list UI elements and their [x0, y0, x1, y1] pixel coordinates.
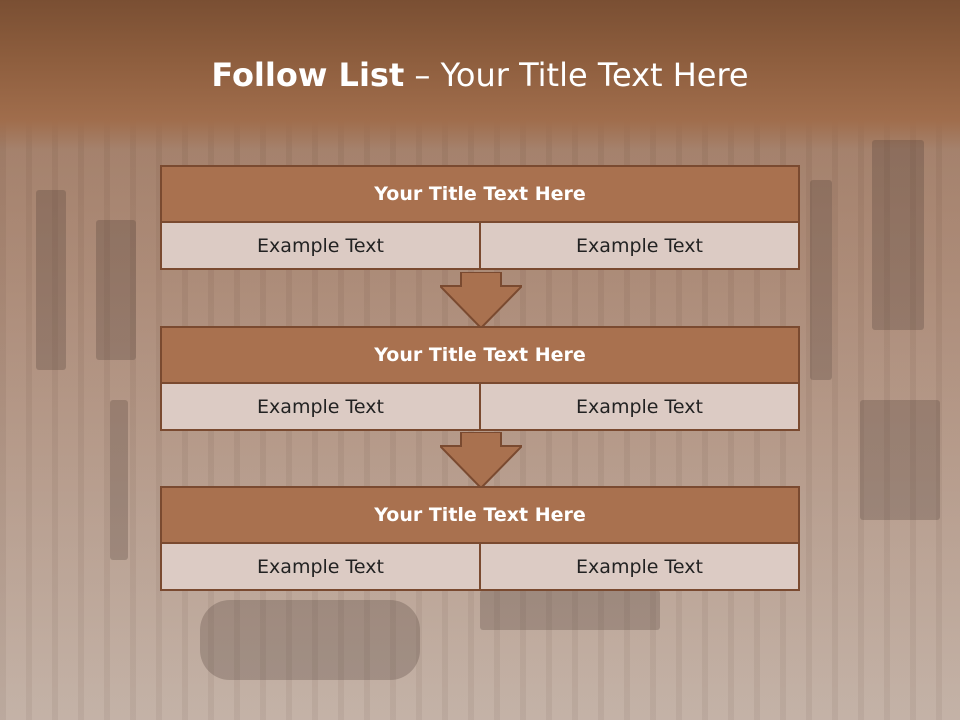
background-tool [110, 400, 128, 560]
background-tool [96, 220, 136, 360]
background-tool [872, 140, 924, 330]
step-box-3: Your Title Text Here Example Text Exampl… [160, 486, 800, 591]
step-title: Your Title Text Here [162, 328, 798, 384]
step-cell-left: Example Text [162, 384, 479, 429]
down-arrow-icon [440, 432, 522, 488]
background-tool [36, 190, 66, 370]
background-tool [200, 600, 420, 680]
background-tool [480, 590, 660, 630]
slide-title: Follow List – Your Title Text Here [0, 56, 960, 94]
slide-title-bold: Follow List [211, 56, 405, 94]
background-tool [860, 400, 940, 520]
step-cell-left: Example Text [162, 223, 479, 268]
step-row: Example Text Example Text [162, 384, 798, 429]
step-title: Your Title Text Here [162, 488, 798, 544]
step-cell-right: Example Text [479, 223, 798, 268]
step-cell-right: Example Text [479, 544, 798, 589]
step-box-1: Your Title Text Here Example Text Exampl… [160, 165, 800, 270]
step-box-2: Your Title Text Here Example Text Exampl… [160, 326, 800, 431]
step-cell-left: Example Text [162, 544, 479, 589]
step-title: Your Title Text Here [162, 167, 798, 223]
down-arrow-icon [440, 272, 522, 328]
step-row: Example Text Example Text [162, 223, 798, 268]
step-cell-right: Example Text [479, 384, 798, 429]
background-tool [810, 180, 832, 380]
slide-title-rest: – Your Title Text Here [404, 56, 749, 94]
step-row: Example Text Example Text [162, 544, 798, 589]
